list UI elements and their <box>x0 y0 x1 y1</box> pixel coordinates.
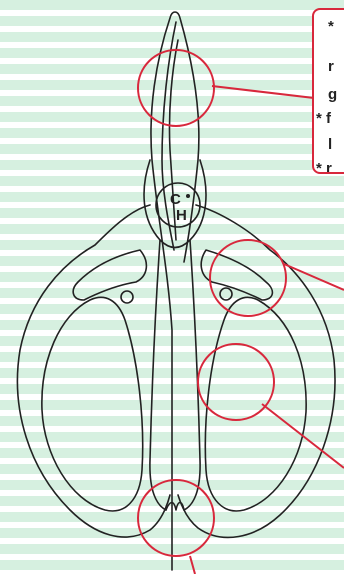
callout-circle-bottom-joint <box>137 479 215 557</box>
callout-line-4: * f <box>316 110 331 127</box>
pivot-plate <box>143 159 207 249</box>
callout-circle-handle-right <box>197 343 275 421</box>
scissor-blade-edge <box>161 21 177 251</box>
pivot-logo-dot <box>186 194 190 198</box>
center-seam-left <box>149 239 167 511</box>
right-handle-outer <box>177 204 336 539</box>
right-grip-notch <box>200 249 274 301</box>
callout-line-1: * <box>328 18 334 35</box>
right-handle-inner <box>204 296 307 512</box>
scissor-blade-inner <box>168 39 179 241</box>
center-seam-right <box>183 239 201 511</box>
callout-line-2: r <box>328 58 334 75</box>
left-handle-inner <box>41 296 144 512</box>
left-hole <box>120 290 134 304</box>
leader-line-handle <box>261 403 344 469</box>
brand-logo-letter-h: H <box>176 207 187 224</box>
leader-line-bottom <box>189 555 196 574</box>
left-handle-outer <box>16 204 171 538</box>
callout-text-box: * r g * f l * r <box>312 8 344 174</box>
brand-logo-letter-c: C <box>170 191 181 208</box>
scissor-blade-outer <box>150 11 200 571</box>
center-seam-mid <box>165 501 185 511</box>
left-grip-notch <box>72 249 148 301</box>
callout-line-5: l <box>328 136 333 153</box>
pivot-logo-ring <box>155 182 201 228</box>
callout-line-3: g <box>328 86 338 103</box>
right-hole <box>219 287 233 301</box>
callout-circle-grip-right <box>209 239 287 317</box>
leader-line-blade <box>211 85 315 99</box>
callout-line-6: * r <box>316 160 332 174</box>
leader-line-grip <box>283 263 344 291</box>
callout-circle-blade-tip <box>137 49 215 127</box>
